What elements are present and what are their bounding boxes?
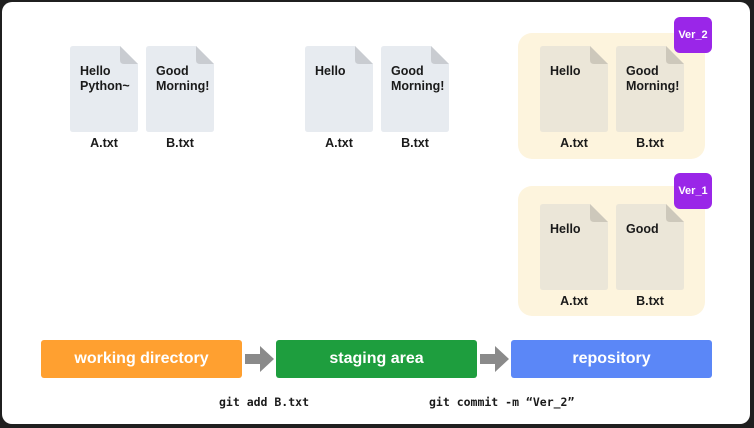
file-name-label: A.txt [560,294,588,308]
git-add-command: git add B.txt [219,395,310,409]
file-name-label: A.txt [560,136,588,150]
document-content: Hello [315,64,346,78]
git-commit-command: git commit -m “Ver_2” [429,395,575,409]
document-icon: Good Morning! [381,46,449,132]
file-name-label: B.txt [636,136,664,150]
document-icon: Good [616,204,684,290]
document-content: Hello Python~ [80,64,130,93]
document-icon: Hello [540,46,608,132]
staging-area-stage: staging area [276,340,477,378]
file-name-label: A.txt [325,136,353,150]
version-badge: Ver_1 [674,173,712,209]
arrow-right-icon [245,346,274,372]
file-name-label: B.txt [166,136,194,150]
arrow-right-icon [480,346,509,372]
version-badge: Ver_2 [674,17,712,53]
file-name-label: B.txt [401,136,429,150]
document-icon: Hello [540,204,608,290]
repository-stage: repository [511,340,712,378]
document-icon: Hello [305,46,373,132]
document-icon: Good Morning! [616,46,684,132]
file-name-label: B.txt [636,294,664,308]
diagram-canvas: Hello Python~ A.txt Good Morning! B.txt … [2,2,750,424]
document-content: Good Morning! [156,64,210,93]
document-content: Good [626,222,659,236]
document-content: Good Morning! [391,64,445,93]
document-icon: Hello Python~ [70,46,138,132]
document-content: Hello [550,64,581,78]
document-content: Good Morning! [626,64,680,93]
document-icon: Good Morning! [146,46,214,132]
document-content: Hello [550,222,581,236]
working-directory-stage: working directory [41,340,242,378]
file-name-label: A.txt [90,136,118,150]
